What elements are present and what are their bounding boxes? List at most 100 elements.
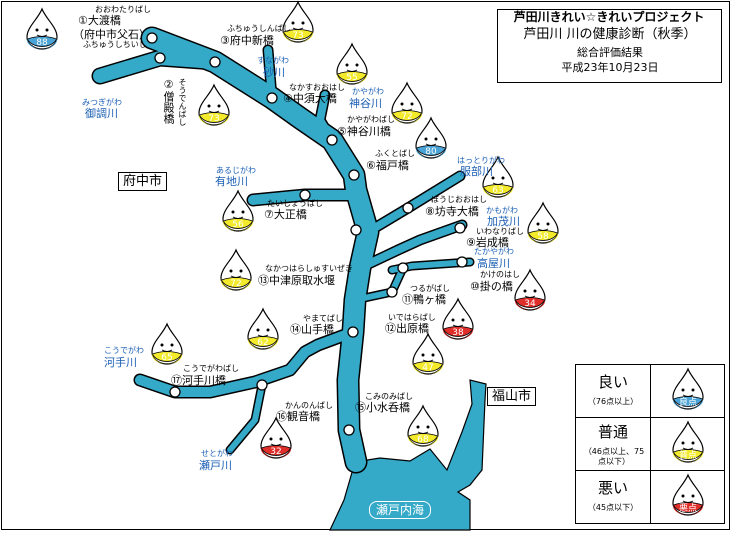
station-marker-1	[146, 32, 158, 44]
station-5-label: ⑤神谷川橋	[337, 125, 391, 138]
station-10-furigana: かけのはし	[480, 270, 520, 279]
station-5-furigana: かやがわばし	[347, 115, 395, 124]
svg-text:73: 73	[292, 31, 303, 41]
legend-divider-2	[576, 470, 724, 471]
river-seto-label: 瀬戸川	[199, 459, 232, 472]
svg-text:80: 80	[425, 147, 437, 157]
legend-label-column	[576, 365, 651, 523]
station-3-label: ③府中新橋	[220, 34, 274, 47]
caption-evaluation: 総合評価結果	[577, 46, 643, 59]
svg-text:73: 73	[208, 114, 219, 124]
station-17-label: ⑰河手川橋	[171, 374, 226, 387]
station-1-label: ①大渡橋	[78, 14, 121, 27]
legend-fair-label: 普通	[597, 423, 628, 441]
river-koude-furigana: こうでがわ	[104, 346, 144, 355]
river-koude-label: 河手川	[104, 356, 137, 369]
station-marker-16	[256, 379, 268, 391]
river-hattori-furigana: はっとりがわ	[457, 156, 505, 165]
caption-date: 平成23年10月23日	[561, 61, 659, 74]
station-12-furigana: いではらばし	[388, 313, 436, 322]
water-drop-icon-8: 63	[482, 155, 514, 198]
station-15-label: ⑮小水呑橋	[355, 401, 410, 414]
city-label-fukuyama: 福山市	[487, 387, 537, 406]
station-marker-10	[456, 256, 468, 268]
station-marker-14	[347, 326, 359, 338]
station-marker-6	[348, 169, 360, 181]
river-kamo-furigana: かもがわ	[486, 206, 518, 215]
water-drop-icon-3: 73	[198, 83, 230, 126]
river-kaya-label: 神谷川	[349, 97, 382, 110]
legend-good-range: （76点以上）	[587, 397, 639, 406]
station-10-label: ⑩掛の橋	[470, 280, 513, 293]
river-kamo-label: 加茂川	[487, 215, 520, 228]
station-7-label: ⑦大正橋	[264, 208, 307, 221]
river-network	[91, 26, 487, 531]
water-drop-icon-10: 34	[514, 268, 546, 311]
river-suna-label: 砂川	[263, 66, 285, 79]
svg-text:68: 68	[417, 435, 429, 445]
legend-poor-range: （45点以下）	[587, 503, 639, 512]
station-15-furigana: こみのみばし	[365, 392, 413, 401]
river-suna-furigana: すながわ	[257, 56, 289, 65]
river-aruji-label: 有地川	[215, 175, 248, 188]
subtitle: 芦田川 川の健康診断（秋季）	[523, 27, 697, 42]
station-6-furigana: ふくとばし	[375, 149, 415, 158]
station-14-furigana: やまてばし	[303, 314, 343, 323]
water-drop-icon-14: 62	[247, 307, 279, 350]
svg-text:56: 56	[232, 220, 244, 230]
station-17-furigana: こうでがわばし	[183, 364, 239, 373]
water-drop-icon-12: 47	[412, 332, 444, 375]
svg-text:63: 63	[492, 186, 503, 196]
station-marker-3	[209, 56, 221, 68]
water-drop-icon-6: 80	[415, 116, 447, 159]
svg-text:65: 65	[161, 353, 172, 363]
station-13-label: ⑬中津原取水堰	[258, 274, 335, 287]
station-16-furigana: かんのんばし	[285, 401, 333, 410]
station-13-furigana: なかつはらしゅすいぜき	[265, 264, 353, 273]
station-marker-4	[266, 92, 278, 104]
station-9-furigana: いわなりばし	[476, 227, 524, 236]
station-marker-5	[326, 134, 338, 146]
river-takaya-label: 高屋川	[477, 257, 510, 270]
station-marker-9	[454, 222, 466, 234]
station-3-furigana: ふちゅうしんばし	[227, 24, 291, 33]
svg-text:普点: 普点	[679, 449, 697, 461]
water-drop-icon-1: 88	[26, 7, 58, 50]
station-2-label: ②僧殿橋	[162, 78, 175, 124]
svg-text:38: 38	[452, 328, 464, 338]
water-drop-icon-16: 32	[260, 416, 292, 459]
river-takaya-furigana: たかやがわ	[474, 247, 514, 256]
station-marker-15	[343, 424, 355, 436]
station-11-label: ⑪鴨ヶ橋	[402, 293, 446, 306]
station-14-label: ⑭山手橋	[290, 323, 334, 336]
river-aruji-furigana: あるじがわ	[216, 166, 256, 175]
station-11-furigana: つるがばし	[410, 284, 450, 293]
station-1-furigana: おおわたりばし	[95, 5, 151, 14]
legend: 良い （76点以上） 普通 （46点以上、75点以下） 悪い （45点以下） 良…	[575, 364, 725, 524]
station-9-label: ⑨岩成橋	[466, 236, 509, 249]
water-drop-icon-7: 56	[222, 189, 254, 232]
city-label-fuchu: 府中市	[118, 172, 168, 191]
station-12-label: ⑫出原橋	[385, 322, 429, 335]
svg-text:悪点: 悪点	[679, 503, 697, 514]
river-hattori-label: 服部川	[460, 165, 493, 178]
water-drop-icon-17: 65	[151, 322, 183, 365]
station-marker-11	[397, 262, 409, 274]
svg-text:34: 34	[524, 299, 536, 309]
river-mitsugi-furigana: みつぎがわ	[82, 98, 122, 107]
station-6-label: ⑥福戸橋	[366, 159, 409, 172]
river-kaya-furigana: かやがわ	[352, 87, 384, 96]
station-1-location-furigana: ふちゅうしちいし	[83, 40, 147, 49]
legend-drop-icon-poor: 悪点	[672, 473, 704, 516]
legend-good-label: 良い	[597, 373, 628, 391]
station-marker-7	[299, 189, 311, 201]
water-drop-icon-11: 38	[442, 297, 474, 340]
station-8-furigana: ぼうじおおはし	[431, 195, 487, 204]
svg-text:良点: 良点	[679, 396, 697, 408]
station-markers	[146, 32, 468, 436]
station-marker-2	[154, 52, 166, 64]
station-4-label: ④中須大橋	[283, 92, 337, 105]
